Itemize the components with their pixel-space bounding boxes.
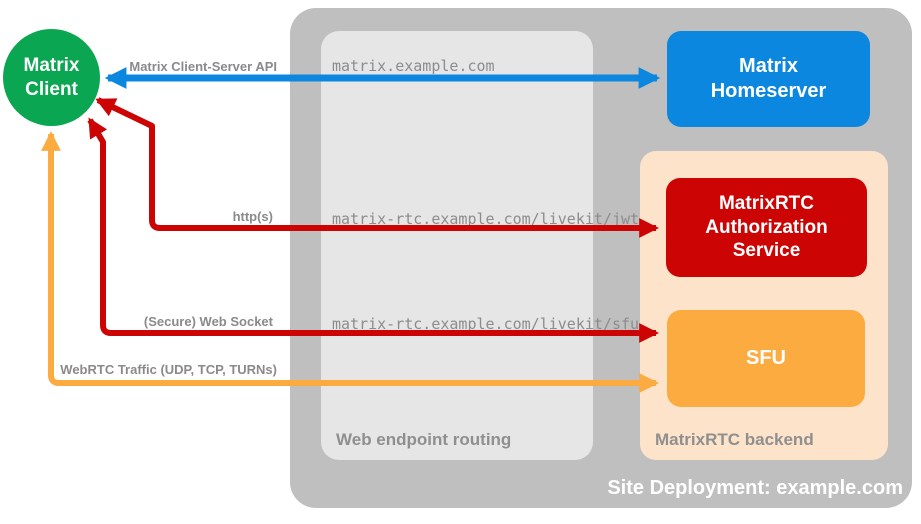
https-protocol-label: http(s) — [232, 209, 273, 224]
sfu-node: SFU — [667, 310, 865, 407]
webrtc-traffic-protocol-label: WebRTC Traffic (UDP, TCP, TURNs) — [60, 362, 277, 377]
matrix-client-node: Matrix Client — [3, 29, 100, 126]
matrixrtc-authorization-service-node: MatrixRTC Authorization Service — [666, 178, 867, 277]
jwt-endpoint-domain: matrix-rtc.example.com/livekit/jwt — [332, 210, 640, 228]
websocket-protocol-label: (Secure) Web Socket — [143, 314, 273, 329]
matrix-homeserver-node: Matrix Homeserver — [667, 31, 870, 127]
web-endpoint-routing-box: Web endpoint routing — [321, 31, 593, 460]
matrixrtc-backend-label: MatrixRTC backend — [655, 430, 814, 449]
client-server-api-protocol-label: Matrix Client-Server API — [129, 59, 277, 74]
site-deployment-label: Site Deployment: example.com — [607, 477, 903, 499]
web-endpoint-routing-label: Web endpoint routing — [336, 430, 512, 449]
homeserver-endpoint-domain: matrix.example.com — [332, 57, 495, 75]
matrix-client-label-line2: Client — [25, 78, 78, 100]
matrix-client-label-line1: Matrix — [23, 54, 80, 76]
sfu-endpoint-domain: matrix-rtc.example.com/livekit/sfu — [332, 315, 640, 333]
